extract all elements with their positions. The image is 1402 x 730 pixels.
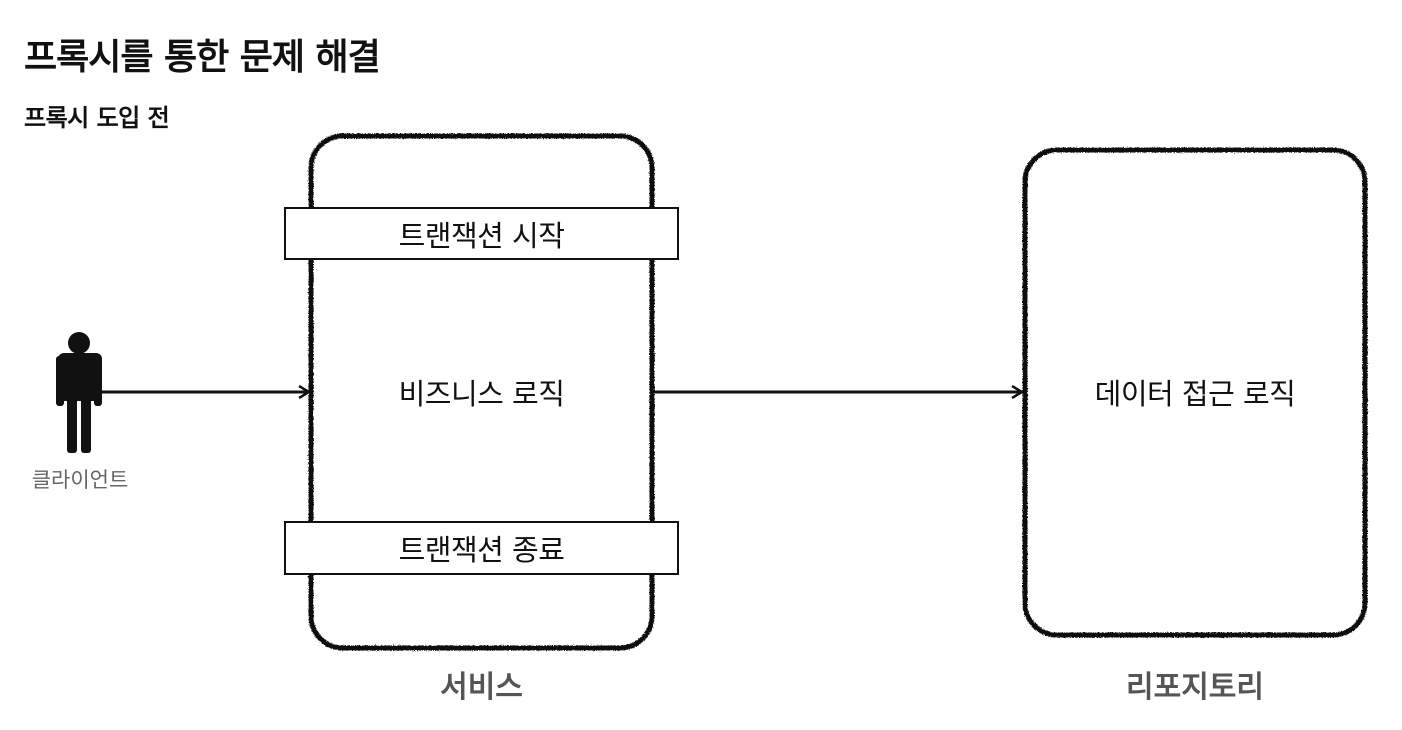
transaction-end-box: 트랜잭션 종료 [284,521,679,575]
repository-caption: 리포지토리 [1126,670,1264,705]
page-title: 프록시를 통한 문제 해결 [24,37,381,78]
person-icon [56,332,102,453]
business-logic-label: 비즈니스 로직 [398,377,565,411]
service-caption: 서비스 [440,670,523,705]
data-access-logic-label: 데이터 접근 로직 [1094,377,1296,411]
transaction-start-label: 트랜잭션 시작 [398,218,565,253]
repository-box [1022,147,1368,638]
section-subtitle: 프록시 도입 전 [24,104,170,132]
transaction-start-box: 트랜잭션 시작 [284,207,679,260]
transaction-end-label: 트랜잭션 종료 [398,533,565,567]
client-label: 클라이언트 [31,468,129,492]
